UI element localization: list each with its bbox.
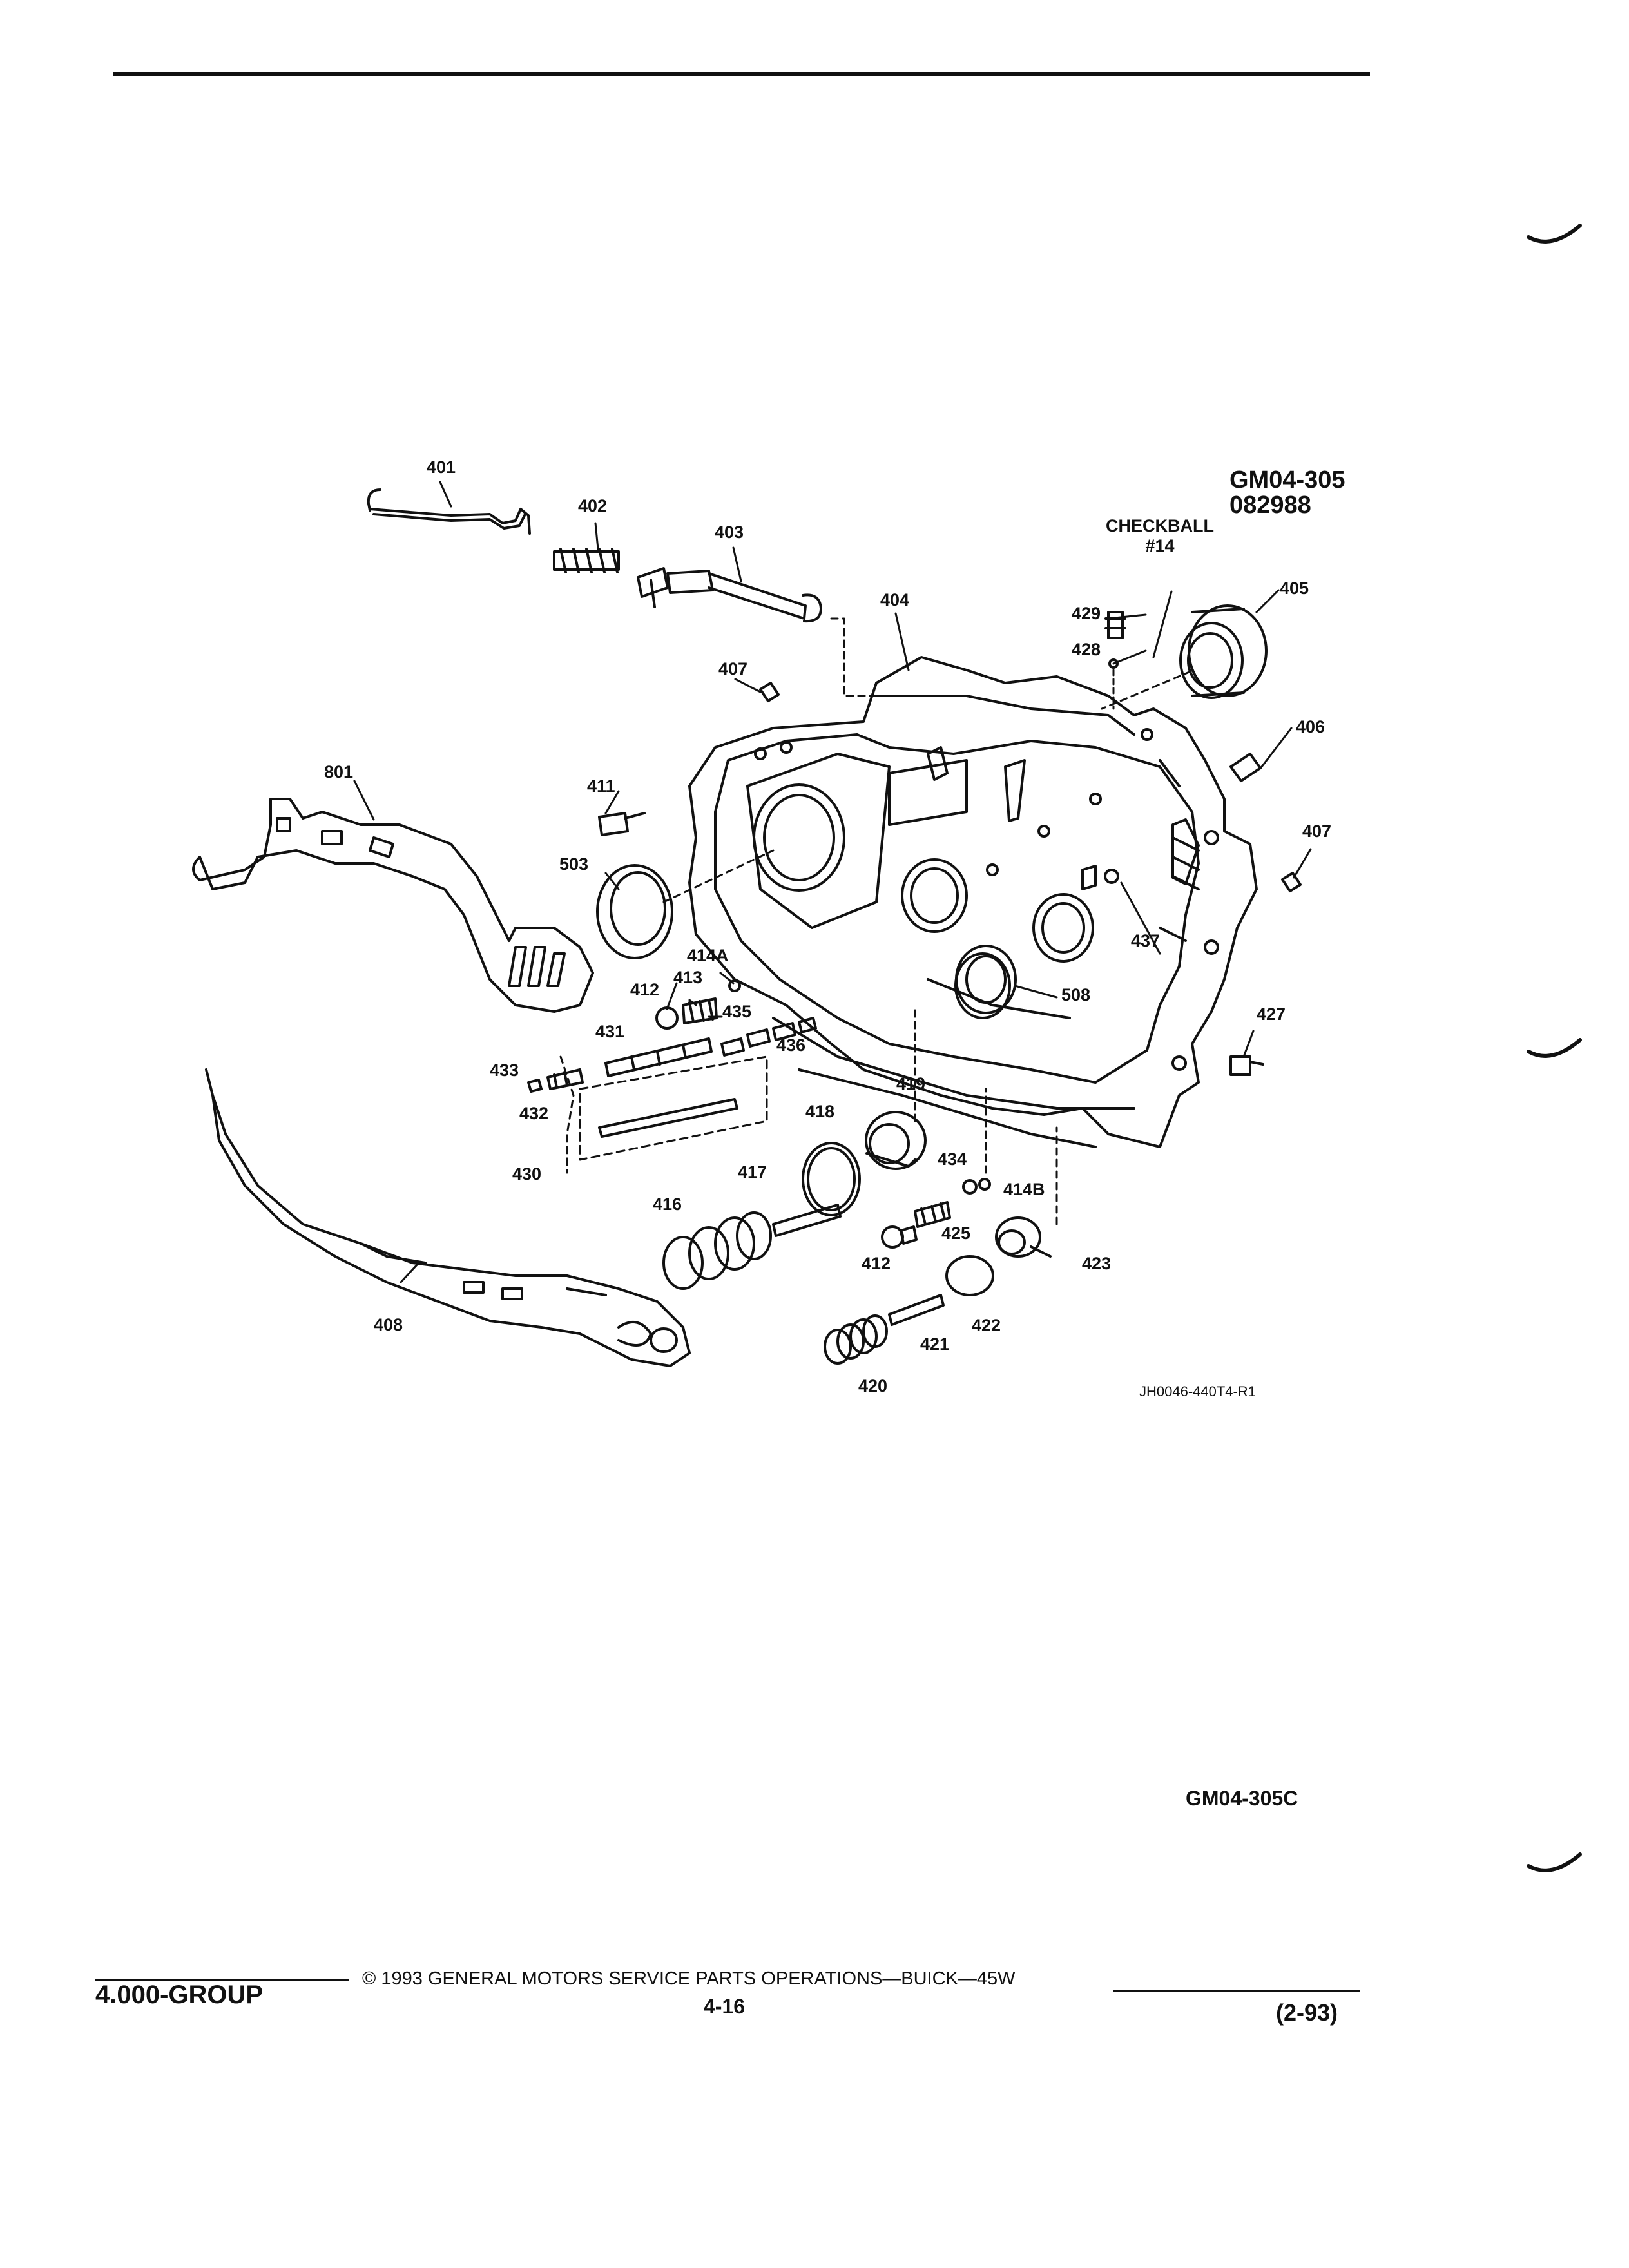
part-401-rod <box>367 488 531 535</box>
binder-mark-icon <box>1527 1038 1582 1058</box>
footer-group: 4.000-GROUP <box>95 1981 264 2009</box>
part-407-fitting-b <box>1281 872 1302 892</box>
top-rule <box>113 72 1370 76</box>
valve-train-upper <box>655 979 817 1057</box>
part-404-case <box>688 656 1258 1148</box>
part-416-spring <box>662 1211 772 1290</box>
footer-copyright: © 1993 GENERAL MOTORS SERVICE PARTS OPER… <box>362 1968 1016 1989</box>
callout-407-a: 407 <box>718 659 748 678</box>
callout-430: 430 <box>512 1164 542 1184</box>
binder-mark-icon <box>1527 224 1582 244</box>
figure-ref-id: GM04-305 <box>1229 466 1345 494</box>
callout-413: 413 <box>673 968 703 987</box>
part-419-piston <box>865 1111 927 1170</box>
callout-416: 416 <box>653 1195 682 1214</box>
callout-417: 417 <box>738 1162 767 1182</box>
callout-508: 508 <box>1061 985 1091 1004</box>
valve-train-lower <box>881 1178 991 1249</box>
callout-408: 408 <box>374 1315 403 1334</box>
callout-433: 433 <box>490 1061 519 1080</box>
callout-434: 434 <box>938 1149 967 1169</box>
callout-412-a: 412 <box>630 980 660 999</box>
valve-train-431 <box>527 1037 713 1093</box>
leader-lines <box>353 481 1312 1283</box>
callout-418: 418 <box>805 1102 835 1121</box>
callout-414B: 414B <box>1003 1180 1045 1199</box>
callout-411: 411 <box>587 776 615 796</box>
callout-401: 401 <box>427 457 456 477</box>
callout-425: 425 <box>941 1224 971 1243</box>
callout-421: 421 <box>920 1334 950 1354</box>
part-429-plug <box>1104 611 1126 639</box>
part-418-oring <box>802 1142 861 1216</box>
checkball-number: #14 <box>1145 536 1175 556</box>
part-437-ball <box>1104 869 1119 884</box>
part-420-spring <box>824 1314 888 1365</box>
callout-402: 402 <box>578 496 608 515</box>
part-801-gasket <box>192 798 594 1013</box>
callout-435: 435 <box>722 1002 752 1021</box>
callout-403: 403 <box>715 523 744 542</box>
callout-414A: 414A <box>687 946 729 965</box>
footer-rule-left <box>95 1979 349 1981</box>
callout-432: 432 <box>519 1104 549 1123</box>
part-428-ball <box>1108 658 1119 669</box>
part-403-valve <box>637 567 822 623</box>
part-407-fitting-a <box>759 682 780 702</box>
callout-503: 503 <box>559 854 589 874</box>
footer-date: (2-93) <box>1276 1999 1338 2026</box>
checkball-title: CHECKBALL <box>1106 516 1214 535</box>
part-503-seal <box>596 864 673 959</box>
part-405-seal <box>1179 604 1268 699</box>
part-422-oring <box>945 1255 994 1296</box>
part-408-gasket <box>205 1068 691 1367</box>
checkball-label: CHECKBALL #14 <box>1106 516 1214 556</box>
callout-437: 437 <box>1131 931 1161 950</box>
callout-405: 405 <box>1280 579 1309 598</box>
callout-412-b: 412 <box>862 1254 891 1273</box>
figure-code: GM04-305C <box>1186 1787 1298 1810</box>
part-402-spring <box>553 548 620 573</box>
callout-422: 422 <box>972 1316 1001 1335</box>
part-411-plug <box>598 812 646 836</box>
callout-429: 429 <box>1072 604 1101 623</box>
callout-404: 404 <box>880 590 910 610</box>
part-427-bolt <box>1229 1055 1264 1076</box>
callout-419: 419 <box>896 1074 926 1093</box>
part-508-seal <box>954 952 1011 1019</box>
part-421-pin <box>888 1294 945 1326</box>
callout-407-b: 407 <box>1302 822 1332 841</box>
callout-436: 436 <box>776 1035 806 1055</box>
callout-423: 423 <box>1082 1254 1112 1273</box>
binder-mark-icon <box>1527 1852 1582 1872</box>
footer-page-number: 4-16 <box>704 1995 746 2018</box>
figure-reference: GM04-305 082988 <box>1229 468 1345 518</box>
callout-427: 427 <box>1257 1004 1286 1024</box>
part-423-piston <box>995 1216 1052 1258</box>
footer-rule-right <box>1113 1990 1360 1992</box>
callout-801: 801 <box>324 762 354 782</box>
callout-428: 428 <box>1072 640 1101 659</box>
part-406-pin <box>1229 753 1262 782</box>
callout-406: 406 <box>1296 717 1325 736</box>
callout-420: 420 <box>858 1376 888 1396</box>
callout-431: 431 <box>595 1022 625 1041</box>
figure-ref-date: 082988 <box>1229 491 1311 519</box>
drawing-code: JH0046-440T4-R1 <box>1139 1383 1256 1399</box>
part-430-group <box>559 1055 768 1174</box>
